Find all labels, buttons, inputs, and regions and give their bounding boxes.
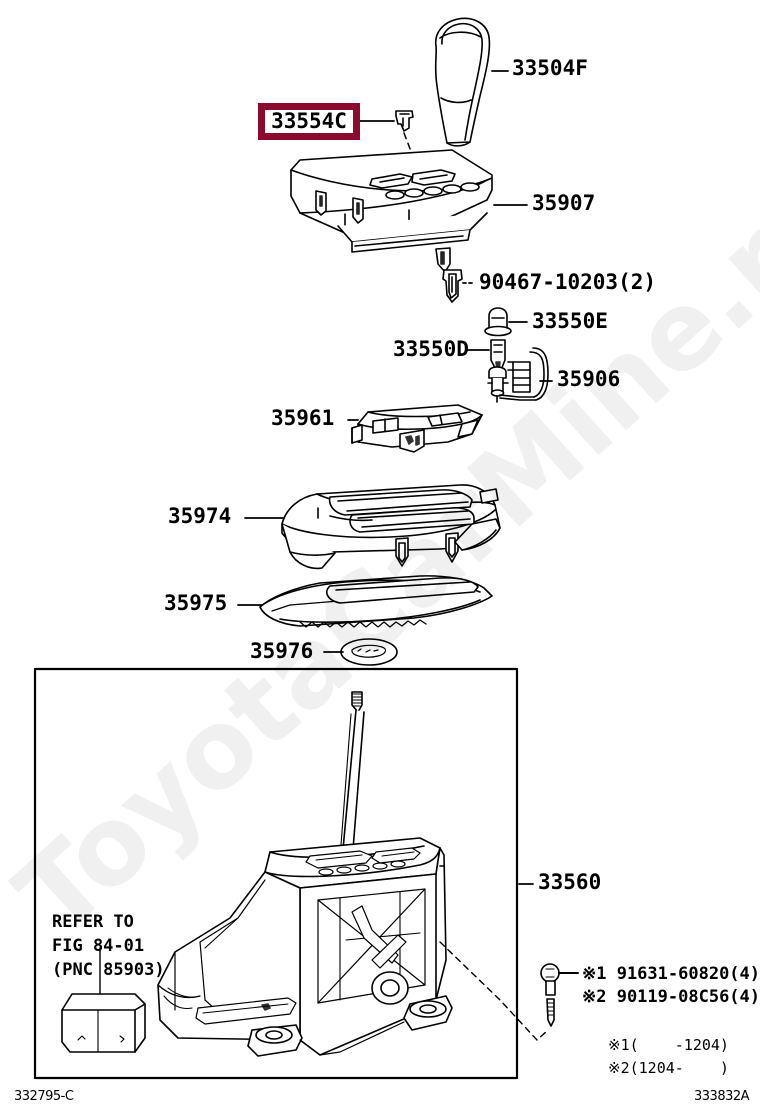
callout-33504f: 33504F xyxy=(512,56,588,80)
part-cap-35976 xyxy=(340,638,398,666)
callout-33550e: 33550E xyxy=(532,309,608,333)
refer-to-module xyxy=(61,947,146,1053)
part-clip-90467 xyxy=(442,269,463,303)
callout-33554c-highlight[interactable]: 33554C xyxy=(258,103,360,140)
part-shift-knob xyxy=(434,17,491,147)
part-bolt-91631 xyxy=(540,963,560,1027)
part-panel-plate-35907 xyxy=(290,149,493,273)
callout-35974: 35974 xyxy=(168,504,232,528)
callout-35976: 35976 xyxy=(250,639,314,663)
bolt-note-mark2: ※2 90119-08C56(4) xyxy=(582,987,760,1007)
part-harness-35906 xyxy=(487,347,549,403)
bolt-range-2: ※2(1204- ) xyxy=(608,1059,729,1077)
callout-90467-10203: 90467-10203(2) xyxy=(479,270,657,294)
callout-35961: 35961 xyxy=(271,406,335,430)
callout-35906: 35906 xyxy=(557,367,621,391)
part-cover-35975 xyxy=(259,575,493,628)
part-housing-35974 xyxy=(281,484,501,570)
callout-35907: 35907 xyxy=(532,191,596,215)
part-bulb-33550d xyxy=(490,339,506,371)
refer-to-line-3: (PNC 85903) xyxy=(52,960,165,980)
bolt-range-1: ※1( -1204) xyxy=(608,1036,729,1054)
callout-35975: 35975 xyxy=(164,591,228,615)
callout-33560: 33560 xyxy=(538,870,602,894)
part-bracket-35961 xyxy=(351,404,483,453)
part-shift-assembly-33560 xyxy=(157,691,453,1057)
sheet-code-left: 332795-C xyxy=(14,1089,74,1104)
bolt-note-mark1: ※1 91631-60820(4) xyxy=(582,964,760,984)
part-bulb-33550e xyxy=(484,307,512,337)
refer-to-line-1: REFER TO xyxy=(52,912,134,932)
part-clip-33554c xyxy=(395,110,414,132)
callout-33554c-label: 33554C xyxy=(271,109,347,133)
callout-33550d: 33550D xyxy=(393,337,469,361)
sheet-code-right: 333832A xyxy=(694,1089,750,1104)
refer-to-line-2: FIG 84-01 xyxy=(52,936,145,956)
